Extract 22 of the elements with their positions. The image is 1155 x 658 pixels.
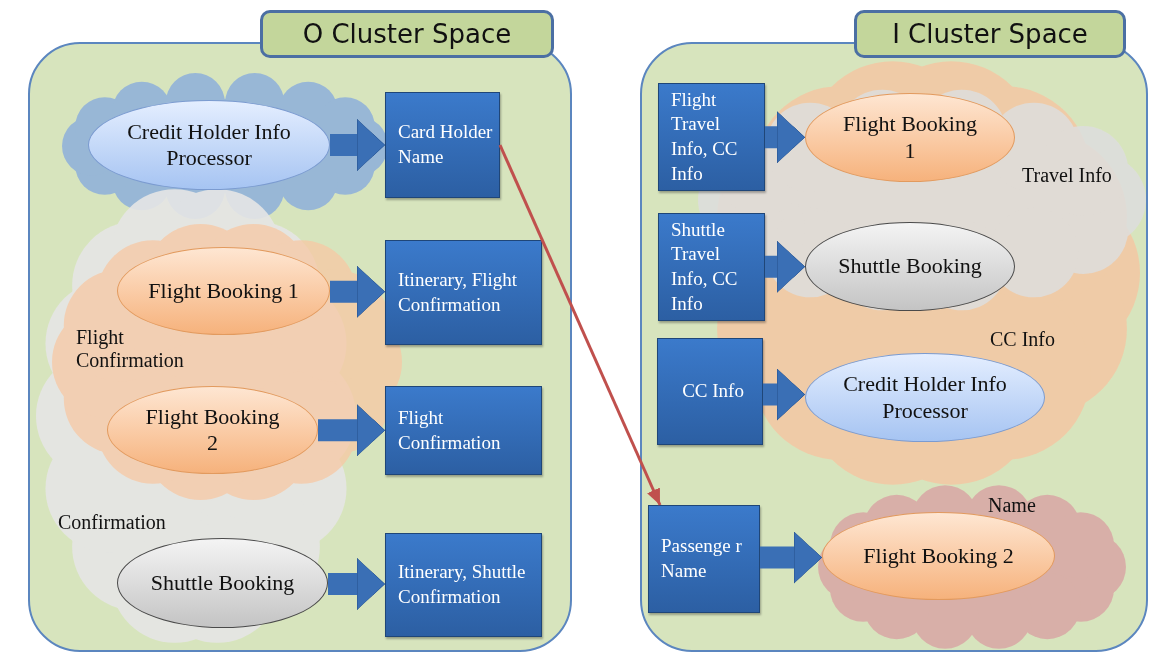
panel-heading: I Cluster Space [854, 10, 1126, 58]
data-box: Flight Travel Info, CC Info [658, 83, 765, 191]
data-box: Itinerary, Shuttle Confirmation [385, 533, 542, 637]
data-box: Card Holder Name [385, 92, 500, 198]
cloud-label: CC Info [990, 328, 1056, 351]
data-box: Shuttle Travel Info, CC Info [658, 213, 765, 321]
data-box: CC Info [657, 338, 763, 445]
data-box: Passenge r Name [648, 505, 760, 613]
block-arrow [765, 110, 805, 164]
cloud-label: Travel Info [1022, 164, 1112, 187]
block-arrow [760, 531, 822, 584]
block-arrow [330, 118, 385, 172]
data-box: Flight Confirmation [385, 386, 542, 475]
block-arrow [765, 240, 805, 294]
block-arrow [330, 265, 385, 319]
cloud-label: Confirmation [58, 511, 167, 534]
block-arrow [318, 403, 385, 457]
arrow [498, 144, 662, 506]
block-arrow [328, 557, 385, 611]
block-arrow [763, 368, 805, 421]
data-box: Itinerary, Flight Confirmation [385, 240, 542, 345]
panel-heading: O Cluster Space [260, 10, 554, 58]
